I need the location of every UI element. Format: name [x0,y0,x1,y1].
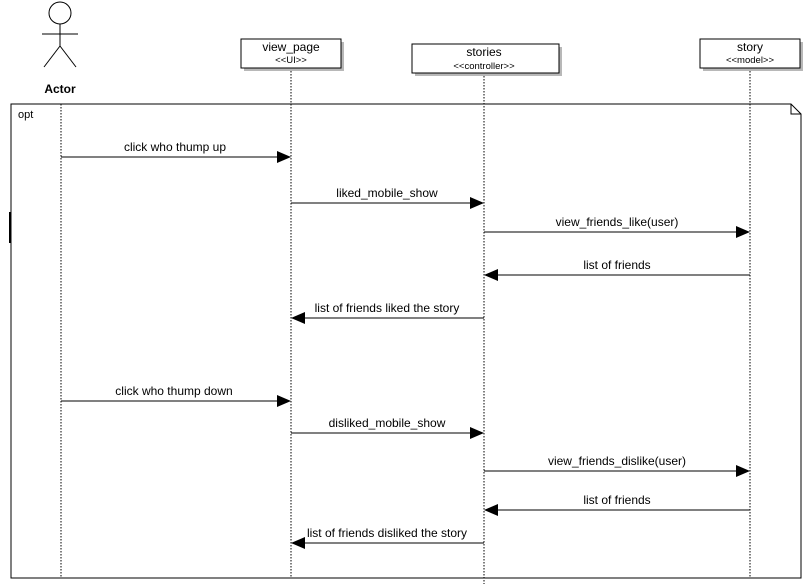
lifeline-stereotype: <<controller>> [453,61,515,72]
actor: Actor [42,1,78,96]
lifeline-title: story [737,40,763,54]
lifeline-head-view-page: view_page <<UI>> [240,38,344,71]
fragment-operator-label: opt [18,109,33,121]
message-label: liked_mobile_show [336,186,438,200]
actor-right-leg [59,45,77,68]
message-6: click who thump down [61,384,291,407]
message-label: disliked_mobile_show [329,416,446,430]
lifeline-stereotype: <<UI>> [275,55,307,66]
lifeline-head-stories: stories <<controller>> [411,43,562,76]
fragment-frame [10,103,802,579]
message-1: click who thump up [61,140,291,163]
message-3: view_friends_like(user) [484,215,750,238]
message-8: view_friends_dislike(user) [484,454,750,477]
message-9: list of friends [484,493,750,516]
message-label: list of friends [583,258,650,272]
lifeline-stereotype: <<model>> [726,55,775,66]
message-label: click who thump down [115,384,232,398]
message-5: list of friends liked the story [291,301,484,324]
lifeline-title: stories [466,45,501,59]
actor-label: Actor [44,82,76,96]
message-label: list of friends [583,493,650,507]
message-4: list of friends [484,258,750,281]
opt-fragment: opt [9,103,802,579]
message-label: click who thump up [124,140,226,154]
lifeline-head-box [699,38,801,69]
fragment-corner-fold [790,104,801,115]
actor-head-icon [48,1,72,25]
message-2: liked_mobile_show [291,186,484,209]
message-label: list of friends liked the story [315,301,460,315]
lifeline-head-story: story <<model>> [699,38,803,71]
message-7: disliked_mobile_show [291,416,484,439]
lifeline-title: view_page [262,40,320,54]
message-label: list of friends disliked the story [307,526,467,540]
lifeline-head-box [240,38,342,69]
message-label: view_friends_like(user) [556,215,679,229]
actor-left-leg [43,45,61,68]
message-label: view_friends_dislike(user) [548,454,686,468]
message-10: list of friends disliked the story [291,526,484,549]
lifeline-head-box [411,43,560,74]
